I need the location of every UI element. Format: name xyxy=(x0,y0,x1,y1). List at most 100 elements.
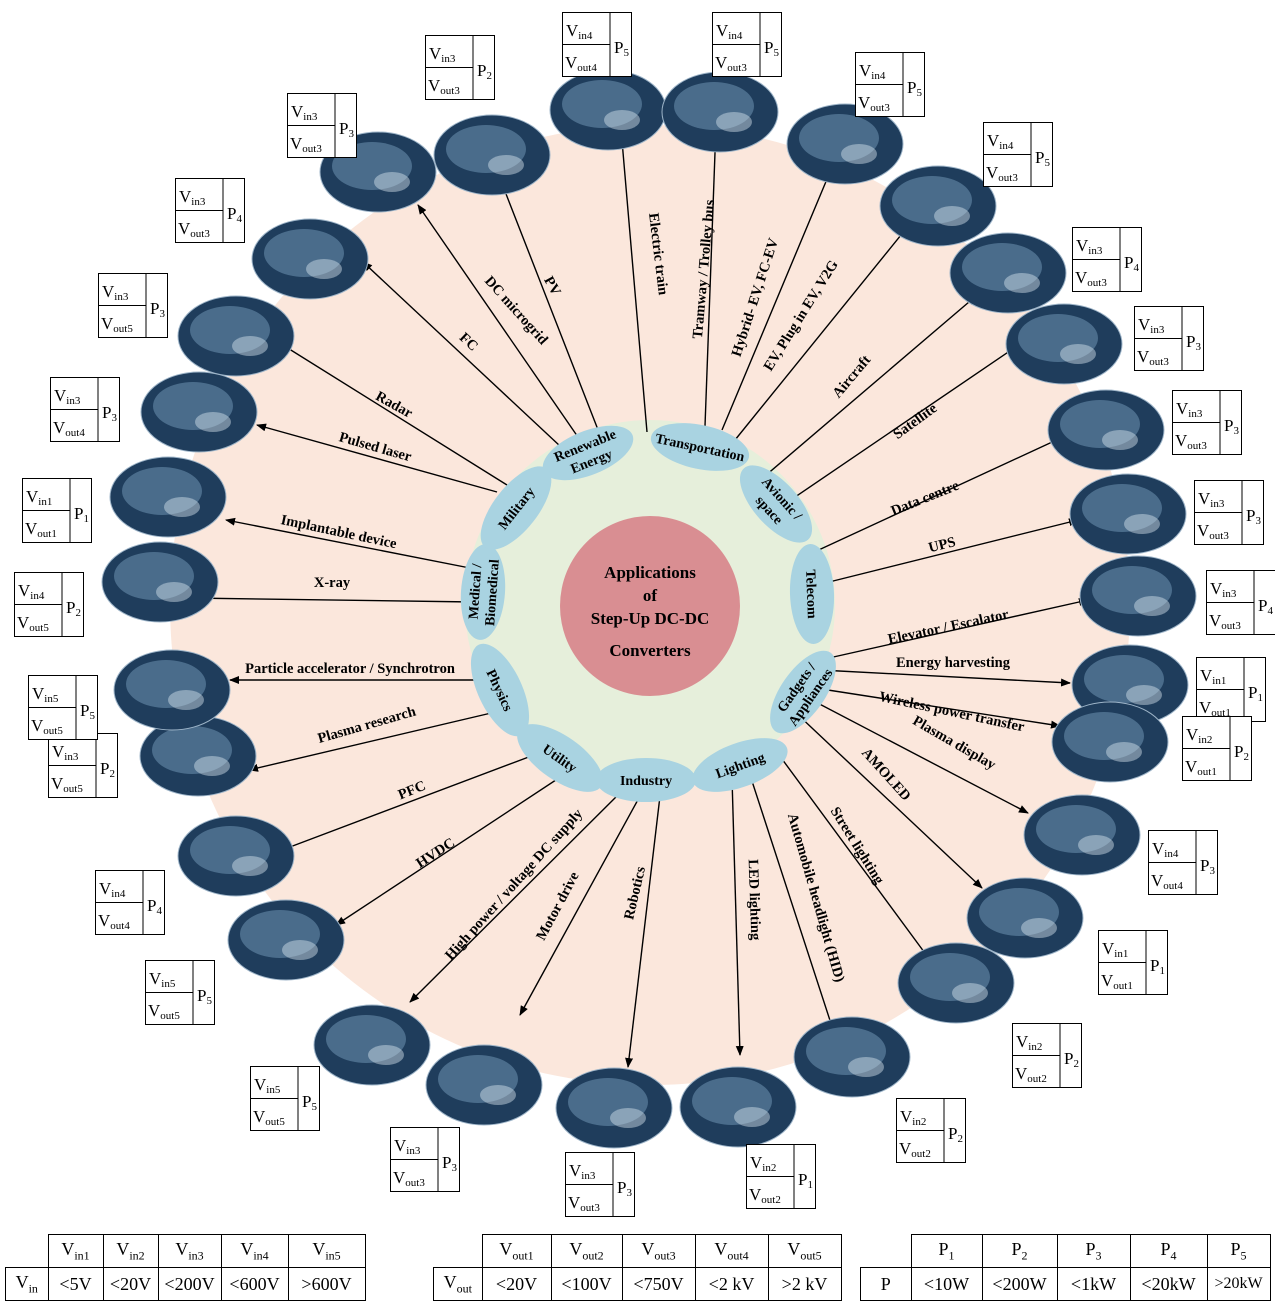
category-label-medical: Biomedical xyxy=(483,559,503,627)
arrow-data-centre xyxy=(796,436,1064,561)
p-value-2: <200W xyxy=(981,1267,1058,1301)
military-truck-image xyxy=(140,371,258,453)
image-layer xyxy=(101,69,1197,1149)
trolley-bus-image xyxy=(661,71,779,153)
spec-layer: Vin3Vout3P2Vin4Vout4P5Vin4Vout3P5Vin4Vou… xyxy=(14,12,1275,1217)
category-utility: Utility xyxy=(517,724,603,792)
label-particle-accelerator: Particle accelerator / Synchrotron xyxy=(245,661,455,677)
category-industry: Industry xyxy=(596,758,696,802)
arrow-plasma-display xyxy=(807,697,1029,814)
arrow-elevator xyxy=(819,598,1089,661)
arrow-dc-microgrid xyxy=(417,204,581,441)
arrow-fc xyxy=(362,261,561,447)
label-x-ray: X-ray xyxy=(314,575,351,591)
vout-value-5: >2 kV xyxy=(767,1267,842,1301)
ups-image xyxy=(1069,473,1187,555)
center-title-line-3: Step-Up DC-DC xyxy=(591,609,710,628)
ev-charging-image xyxy=(879,165,997,247)
p-header-5: P5 xyxy=(1206,1234,1271,1268)
headlight-image xyxy=(793,1016,911,1098)
p-header-1: P1 xyxy=(910,1234,983,1268)
led-image xyxy=(679,1066,797,1148)
category-lighting: Lighting xyxy=(692,738,788,792)
vin-value-3: <200V xyxy=(157,1267,222,1301)
arrow-tramway xyxy=(704,97,721,427)
category-label-medical: Medical / xyxy=(467,562,486,620)
arrow-electric-train xyxy=(614,93,648,433)
arrow-wireless-power xyxy=(814,687,1061,729)
category-label-telecom: Telecom xyxy=(802,569,819,619)
power-key-table: P1 P2 P3 P4 P5 P <10W <200W <1kW <20kW >… xyxy=(860,1234,1271,1301)
vin-header-2: Vin2 xyxy=(102,1234,159,1268)
vout-row-label: Vout xyxy=(433,1267,483,1301)
category-avionic: Avionic /space xyxy=(739,465,813,543)
synchrotron-image xyxy=(113,649,231,731)
vin-value-2: <20V xyxy=(102,1267,159,1301)
p-value-3: <1kW xyxy=(1056,1267,1131,1301)
vin-header-4: Vin4 xyxy=(220,1234,289,1268)
vout-header-5: Vout5 xyxy=(767,1234,842,1268)
satellite-image xyxy=(1005,303,1123,385)
vin-value-1: <5V xyxy=(47,1267,104,1301)
wireless-coil-image xyxy=(1051,701,1169,783)
arrow-ups xyxy=(804,518,1079,589)
vout-value-4: <2 kV xyxy=(694,1267,769,1301)
vout-value-1: <20V xyxy=(481,1267,552,1301)
vin-header-1: Vin1 xyxy=(47,1234,104,1268)
center-title-line-1: Applications xyxy=(604,563,696,582)
vout-header-2: Vout2 xyxy=(550,1234,623,1268)
arrow-satellite xyxy=(775,341,1024,511)
vin-value-5: >600V xyxy=(287,1267,366,1301)
center-title: Applications of Step-Up DC-DC Converters xyxy=(591,563,710,660)
switchgear-image xyxy=(177,815,295,897)
smartphones-image xyxy=(966,877,1084,959)
label-energy-harvesting: Energy harvesting xyxy=(896,655,1011,671)
category-medical: Medical /Biomedical xyxy=(460,544,506,640)
solar-panel-image xyxy=(433,114,551,196)
center-title-line-4: Converters xyxy=(609,641,691,660)
implant-image xyxy=(109,456,227,538)
arrow-energy-harvesting xyxy=(819,669,1071,687)
arrow-pv xyxy=(491,157,603,441)
vout-header-4: Vout4 xyxy=(694,1234,769,1268)
center-circle xyxy=(560,516,740,696)
vout-header-1: Vout1 xyxy=(481,1234,552,1268)
escalator-image xyxy=(1079,555,1197,637)
arrow-motor-drive xyxy=(519,795,641,1016)
motor-drive-image xyxy=(425,1044,543,1126)
transmission-tower-image xyxy=(227,899,345,981)
tv-image xyxy=(1023,794,1141,876)
p-value-5: >20kW xyxy=(1206,1267,1271,1301)
arrow-high-power-dc xyxy=(409,786,627,1003)
category-telecom: Telecom xyxy=(789,544,835,644)
street-light-image xyxy=(897,942,1015,1024)
train-image xyxy=(549,69,667,151)
category-label-industry: Industry xyxy=(620,774,672,789)
xray-machine-image xyxy=(101,541,219,623)
fuel-plug-image xyxy=(786,103,904,185)
robot-arm-image xyxy=(555,1067,673,1149)
arrow-aircraft xyxy=(757,295,977,483)
category-physics: Physics xyxy=(470,643,530,737)
